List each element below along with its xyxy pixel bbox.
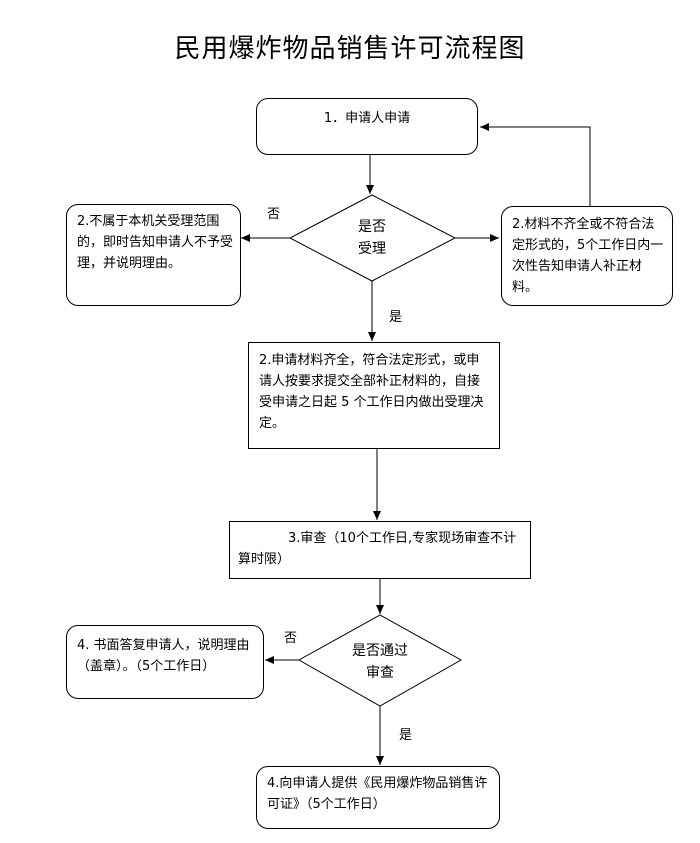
incomplete-box: 2.材料不齐全或不符合法定形式的，5个工作日内一次性告知申请人补正材料。 — [501, 206, 673, 306]
reject-text: 4. 书面答复申请人，说明理由（盖章）。（5个工作日） — [77, 638, 250, 674]
review-box: 3.审查（10个工作日,专家现场审查不计算时限） — [229, 521, 531, 579]
label-yes-2: 是 — [399, 728, 413, 743]
accept-text: 2.申请材料齐全，符合法定形式，或申请人按要求提交全部补正材料的，自接受申请之日… — [259, 353, 484, 431]
accept-box: 2.申请材料齐全，符合法定形式，或申请人按要求提交全部补正材料的，自接受申请之日… — [248, 342, 500, 449]
decision-pass-line1: 是否通过 — [352, 643, 408, 659]
page-title: 民用爆炸物品销售许可流程图 — [174, 34, 526, 64]
decision-accept-line1: 是否 — [358, 219, 386, 235]
label-yes-1: 是 — [389, 310, 403, 325]
issue-box: 4.向申请人提供《民用爆炸物品销售许可证》（5个工作日） — [256, 766, 500, 829]
not-in-scope-text: 2.不属于本机关受理范围的，即时告知申请人不予受理，并说明理由。 — [77, 214, 234, 271]
label-no-2: 否 — [284, 631, 298, 646]
incomplete-text: 2.材料不齐全或不符合法定形式的，5个工作日内一次性告知申请人补正材料。 — [512, 217, 664, 295]
decision-accept-line2: 受理 — [358, 241, 386, 257]
apply-box: 1．申请人申请 — [256, 98, 478, 155]
not-in-scope-box: 2.不属于本机关受理范围的，即时告知申请人不予受理，并说明理由。 — [66, 204, 241, 306]
decision-pass-text: 是否通过 审查 — [330, 640, 430, 684]
reject-box: 4. 书面答复申请人，说明理由（盖章）。（5个工作日） — [66, 625, 264, 699]
apply-text: 1．申请人申请 — [323, 111, 411, 126]
review-text: 3.审查（10个工作日,专家现场审查不计算时限） — [238, 531, 517, 567]
label-no-1: 否 — [267, 207, 281, 222]
issue-text: 4.向申请人提供《民用爆炸物品销售许可证》（5个工作日） — [267, 776, 488, 812]
decision-accept-text: 是否 受理 — [330, 216, 414, 260]
decision-pass-line2: 审查 — [366, 665, 394, 681]
